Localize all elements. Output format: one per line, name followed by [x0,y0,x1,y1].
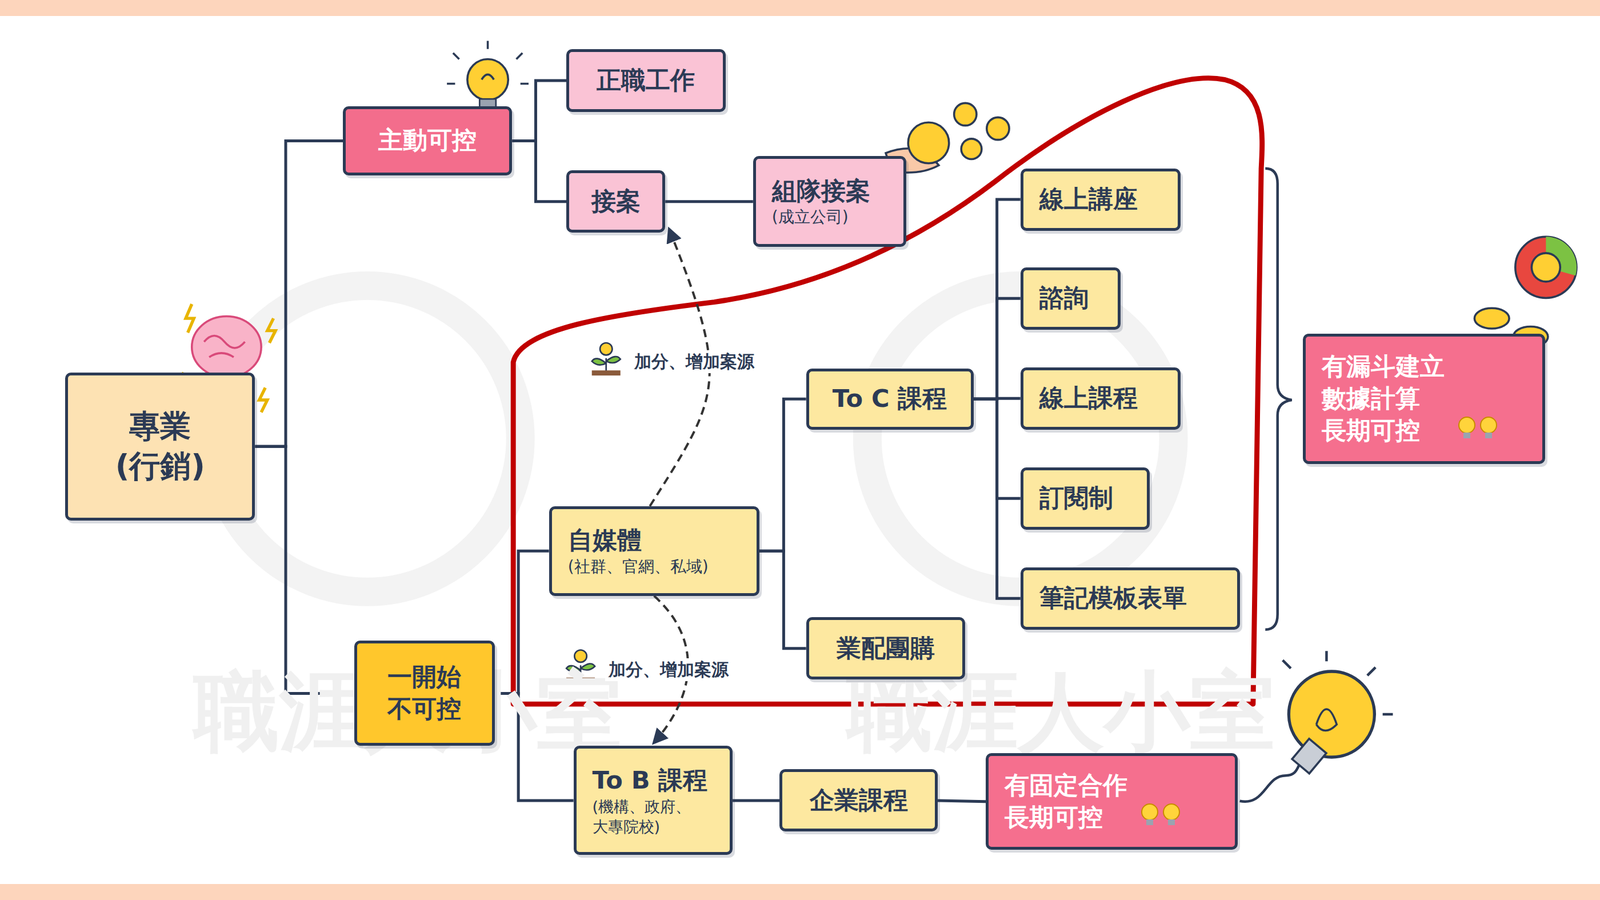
circle-shape [908,122,949,163]
process-box: To C 課程 [806,368,974,430]
rect-shape [592,370,621,376]
rect-shape [1292,738,1327,774]
tree-connector [973,298,1021,399]
rect-shape [1146,819,1154,826]
node-title: 諮詢 [1039,282,1089,315]
circle-shape [1288,671,1375,758]
circle-shape [1458,417,1475,434]
ellipse-shape [1474,308,1510,329]
bulb-icon [446,40,529,111]
node-title: 訂閱制 [1039,482,1114,515]
watermark: 職涯人小室 [846,668,1276,755]
circle-shape [1163,804,1180,820]
node-title: To B 課程 [592,764,708,797]
process-box: 筆記模板表單 [1020,567,1240,630]
bulb-icons [1138,801,1184,831]
leaf-box: 組隊接案(成立公司) [753,156,907,247]
node-title: 正職工作 [596,64,695,97]
circle-shape [214,285,521,592]
leaf-box: 接案 [566,170,666,233]
process-box: 線上課程 [1020,367,1181,430]
tree-connector [494,693,574,800]
tree-connector [254,140,343,447]
edge-label: 加分、增加案源 [605,658,732,682]
tree-connector [512,140,567,202]
tree-connector [512,80,567,141]
path-shape [446,40,529,84]
process-box: 線上講座 [1020,168,1181,231]
node-title: 有漏斗建立 數據計算 長期可控 [1321,350,1451,447]
path-shape [259,388,268,413]
tree-connector [494,550,550,694]
rect-shape [1485,432,1492,439]
path-shape [267,318,276,343]
node-title: To C 課程 [832,382,948,415]
text-row: 有固定合作 長期可控 [1004,769,1184,834]
node-subtitle: (機構、政府、 大專院校) [592,796,692,837]
tree-connector [759,550,807,649]
path-shape [1282,650,1394,715]
node-title: 業配團購 [836,632,935,665]
circle-shape [600,342,612,355]
ellipse-shape [192,316,262,378]
circle-shape [1531,253,1560,282]
circle-shape [467,59,508,100]
leaf-box: 正職工作 [566,49,726,113]
process-box: 業配團購 [806,617,966,680]
rect-shape [1168,819,1175,826]
path-shape [592,356,621,373]
rect-shape [1463,432,1471,439]
circle-shape [1141,804,1158,820]
circle-shape [1480,417,1497,434]
node-subtitle: (社群、官網、私域) [568,556,709,578]
root-box: 專業 (行銷) [65,372,255,521]
node-title: 組隊接案 [772,175,871,208]
circle-shape [954,102,977,126]
process-box: 諮詢 [1020,267,1121,330]
branch-box: 主動可控 [342,106,512,176]
result-box: 有固定合作 長期可控 [985,753,1238,851]
tree-connector [732,798,780,802]
circle-shape [961,138,982,160]
process-box: 訂閱制 [1020,467,1151,530]
circle-shape [574,650,587,663]
result-box: 有漏斗建立 數據計算 長期可控 [1302,333,1545,465]
tree-connector [973,199,1021,399]
text-row: 有漏斗建立 數據計算 長期可控 [1321,350,1502,447]
node-title: 企業課程 [809,784,908,817]
node-title: 筆記模板表單 [1039,582,1187,615]
path-shape [1316,709,1338,731]
branch-box: 一開始 不可控 [354,640,495,746]
node-title: 自媒體 [568,524,642,557]
node-subtitle: (成立公司) [772,206,849,228]
node-title: 一開始 不可控 [385,661,464,726]
node-title: 線上講座 [1039,183,1138,216]
process-box: 企業課程 [779,769,938,832]
focus-outline [513,78,1262,704]
tree-connector [254,446,354,694]
path-shape [481,74,494,80]
tree-connector [759,398,807,551]
node-title: 接案 [591,185,641,218]
bulb-icons [1455,414,1502,444]
process-box: 自媒體(社群、官網、私域) [549,506,760,596]
edge-label: 加分、增加案源 [630,350,758,374]
node-title: 主動可控 [378,124,477,157]
tree-connector [665,200,754,203]
circle-shape [867,285,1174,592]
tree-connector [973,398,1021,599]
bottom-band [0,884,1600,900]
node-title: 專業 (行銷) [113,406,207,487]
path-shape [204,336,245,358]
node-title: 線上課程 [1039,382,1138,415]
tree-connector [937,800,986,802]
process-box: To B 課程(機構、政府、 大專院校) [573,745,734,855]
path-shape [185,304,194,333]
circle-shape [986,117,1010,140]
circle-shape [1515,236,1577,298]
group-bracket [1265,168,1292,630]
top-band [0,0,1600,16]
node-title: 有固定合作 長期可控 [1004,769,1134,834]
